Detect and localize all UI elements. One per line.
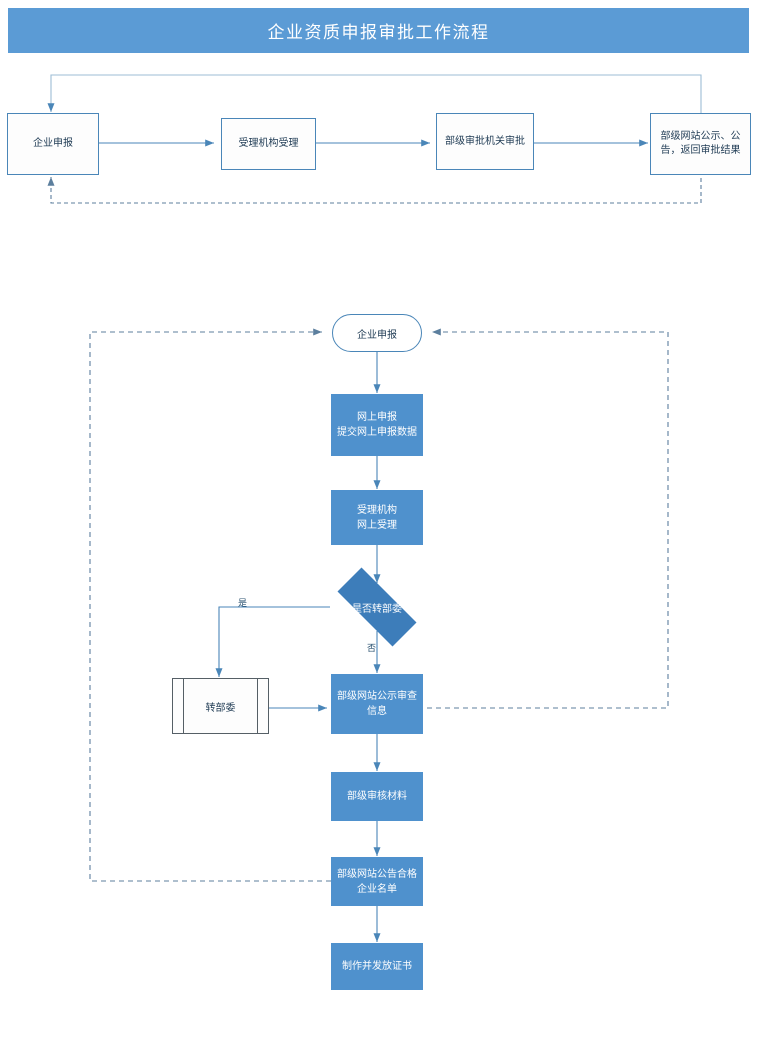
node-label: 企业申报 <box>357 329 397 341</box>
node-decision-transfer-to-ministry[interactable]: 是否转部委 <box>322 567 432 647</box>
top-flow-connectors <box>47 74 702 204</box>
node-label-line1: 部级网站公示审查 <box>337 691 417 702</box>
node-ministry-approval-top[interactable]: 部级审批机关审批 <box>436 113 534 170</box>
node-ministry-material-review[interactable]: 部级审核材料 <box>331 772 423 821</box>
node-label-line1: 部级网站公告合格 <box>337 868 417 880</box>
node-agency-online-acceptance[interactable]: 受理机构 网上受理 <box>331 490 423 545</box>
edge-t4-t1-bottom <box>47 171 702 204</box>
node-label: 企业申报 <box>33 138 73 149</box>
node-issue-certificate[interactable]: 制作并发放证书 <box>331 943 423 990</box>
page-title: 企业资质申报审批工作流程 <box>267 23 490 43</box>
node-enterprise-declaration-top[interactable]: 企业申报 <box>7 113 99 175</box>
node-label: 受理机构受理 <box>238 138 299 149</box>
node-enterprise-declaration-start[interactable]: 企业申报 <box>332 314 422 352</box>
node-label: 制作并发放证书 <box>342 961 412 972</box>
edge-d7-d0-left <box>89 328 331 882</box>
edge-t4-t1-top <box>47 74 702 117</box>
node-ministry-site-qualified-list[interactable]: 部级网站公告合格 企业名单 <box>331 857 423 906</box>
node-label: 部级审批机关审批 <box>445 135 525 147</box>
node-online-declaration[interactable]: 网上申报 提交网上申报数据 <box>331 394 423 456</box>
node-label-line2: 网上受理 <box>357 519 397 531</box>
node-label-line1: 网上申报 <box>357 412 397 423</box>
node-ministry-publicity-top[interactable]: 部级网站公示、公告，返回审批结果 <box>650 113 751 175</box>
node-label: 部级网站公示、公告，返回审批结果 <box>660 131 741 156</box>
page-title-banner: 企业资质申报审批工作流程 <box>8 8 749 53</box>
node-label-line2: 提交网上申报数据 <box>337 427 417 438</box>
edge-d5-d0-right <box>427 328 669 709</box>
node-ministry-site-review-publicity[interactable]: 部级网站公示审查 信息 <box>331 674 423 734</box>
node-label-line2: 信息 <box>367 706 387 717</box>
node-label: 部级审核材料 <box>347 791 407 802</box>
node-label-line1: 受理机构 <box>357 504 397 516</box>
node-transfer-to-ministry[interactable]: 转部委 <box>172 678 269 734</box>
node-label: 是否转部委 <box>352 603 402 615</box>
edge-label-yes: 是 <box>238 599 248 609</box>
node-label-line2: 企业名单 <box>357 883 397 895</box>
node-acceptance-agency-top[interactable]: 受理机构受理 <box>221 118 316 170</box>
edge-d3-d4-yes <box>215 606 330 677</box>
edge-label-no: 否 <box>367 644 377 654</box>
node-label: 转部委 <box>205 702 236 714</box>
